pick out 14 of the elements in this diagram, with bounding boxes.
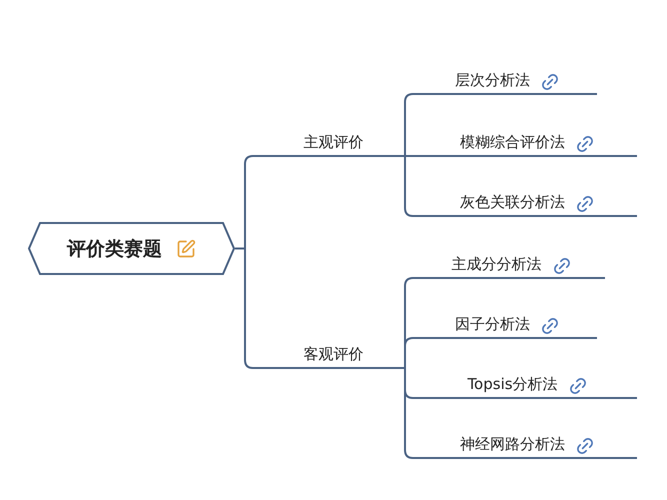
topic-label: 主成分分析法 xyxy=(452,254,542,274)
topic-label: 模糊综合评价法 xyxy=(460,132,565,152)
topic-label: Topsis分析法 xyxy=(467,374,558,394)
topic-label: 灰色关联分析法 xyxy=(460,192,565,212)
topic-label: 神经网路分析法 xyxy=(460,434,565,454)
connector-line xyxy=(404,337,418,369)
topic-label: 层次分析法 xyxy=(455,70,530,90)
topic-title: 评价类赛题 xyxy=(67,236,162,262)
topic-label: 主观评价 xyxy=(304,132,364,152)
topic-label: 客观评价 xyxy=(304,344,364,364)
connector-line xyxy=(404,93,418,157)
connector-line xyxy=(405,155,418,157)
topic-label: 因子分析法 xyxy=(455,314,530,334)
connector-line xyxy=(404,155,418,217)
